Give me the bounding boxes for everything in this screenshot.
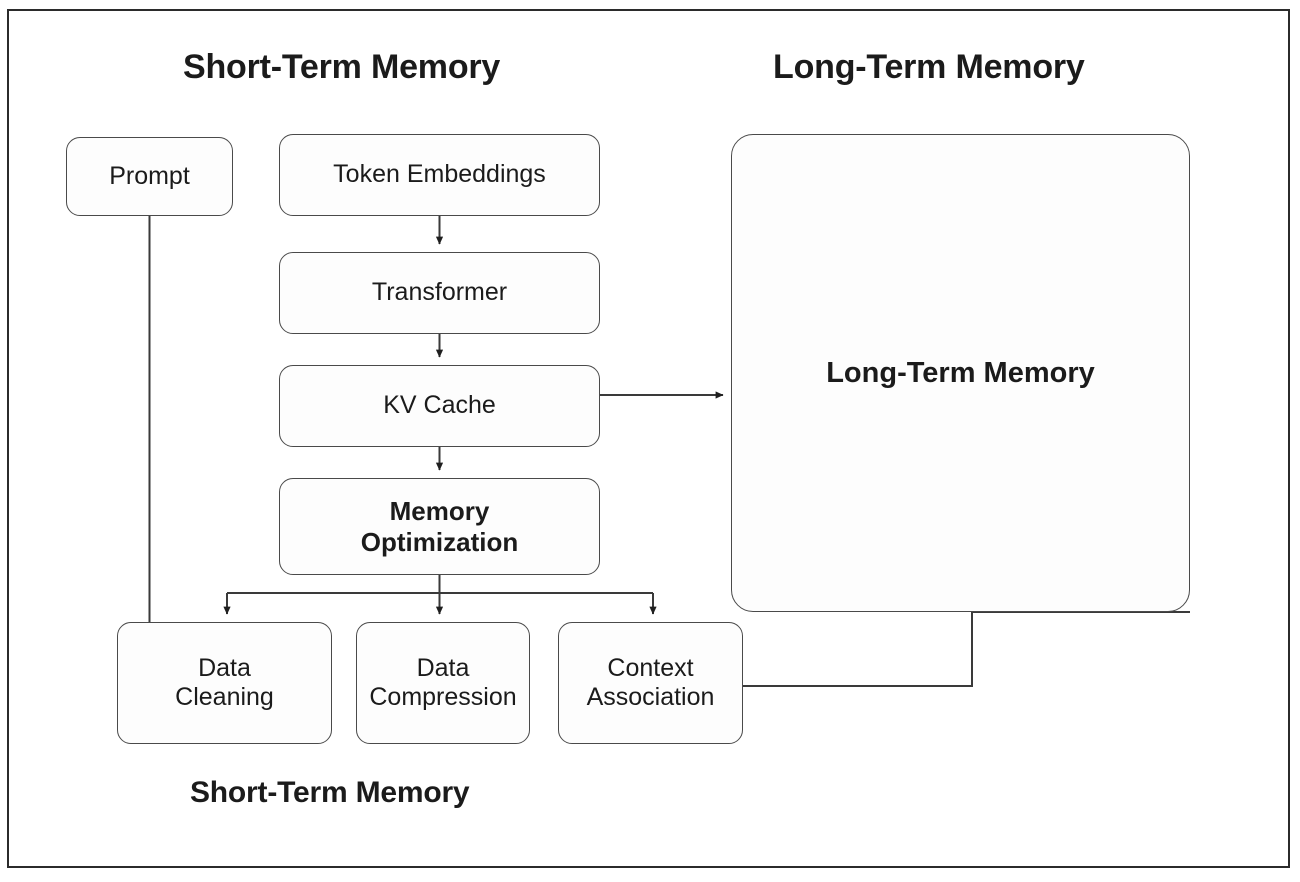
- node-token-embeddings-label: Token Embeddings: [333, 160, 546, 189]
- node-transformer-label: Transformer: [371, 278, 508, 307]
- node-memory-optimization-label: Memory Optimization: [360, 495, 519, 557]
- caption-short-term-memory: Short-Term Memory: [190, 776, 470, 809]
- node-token-embeddings[interactable]: Token Embeddings: [279, 134, 600, 216]
- node-prompt-label: Prompt: [109, 161, 190, 190]
- section-title-short-term-memory: Short-Term Memory: [183, 48, 501, 86]
- node-transformer[interactable]: Transformer: [279, 252, 600, 334]
- node-prompt[interactable]: Prompt: [66, 137, 233, 216]
- section-title-long-term-memory: Long-Term Memory: [773, 48, 1085, 86]
- node-data-cleaning-label: Data Cleaning: [175, 653, 274, 712]
- node-memory-optimization[interactable]: Memory Optimization: [279, 478, 600, 575]
- node-kv-cache-label: KV Cache: [383, 391, 496, 420]
- node-long-term-memory[interactable]: Long-Term Memory: [731, 134, 1190, 612]
- node-data-compression[interactable]: Data Compression: [356, 622, 530, 744]
- node-kv-cache[interactable]: KV Cache: [279, 365, 600, 447]
- node-data-compression-label: Data Compression: [369, 653, 517, 712]
- node-context-association[interactable]: Context Association: [558, 622, 743, 744]
- node-long-term-memory-label: Long-Term Memory: [826, 356, 1095, 389]
- node-context-association-label: Context Association: [586, 653, 715, 712]
- node-data-cleaning[interactable]: Data Cleaning: [117, 622, 332, 744]
